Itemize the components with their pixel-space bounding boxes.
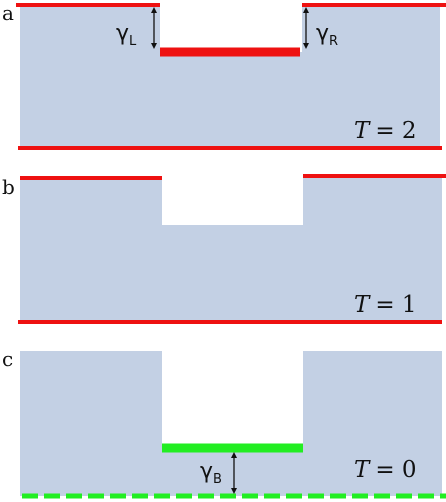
panel-a-temperature-label: T= 2 — [354, 118, 417, 144]
panel-b-temperature-label: T= 1 — [354, 292, 417, 318]
panel-b-region — [20, 176, 442, 322]
panel-b-letter: b — [2, 175, 15, 199]
panel-a-region — [20, 5, 440, 148]
panel-c-temperature-label: T= 0 — [354, 457, 417, 483]
panel-a-gamma-right-label: γR — [316, 21, 338, 49]
panel-a: a γL γR T= 2 — [2, 1, 446, 150]
panel-c-gamma-bottom-label: γB — [200, 459, 222, 487]
panel-c-region — [20, 351, 442, 496]
panel-a-gamma-left-label: γL — [116, 21, 137, 49]
panel-c: c γB T= 0 — [2, 347, 446, 499]
panel-c-letter: c — [2, 347, 13, 371]
panel-b: b T= 1 — [2, 174, 446, 324]
panel-a-letter: a — [2, 1, 14, 25]
